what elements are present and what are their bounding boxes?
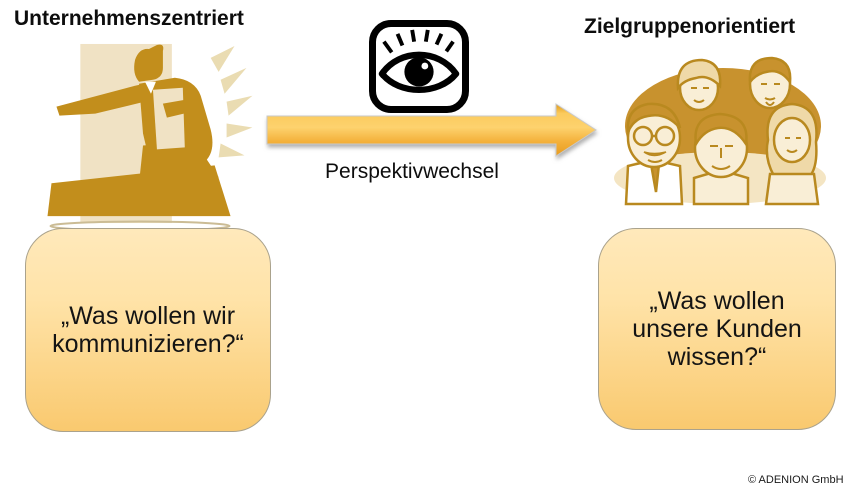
person-right [764,102,820,206]
quote-line: wissen?“ [667,343,767,371]
person-back-right [748,56,792,110]
quote-box-customers: „Was wollen unsere Kunden wissen?“ [598,228,836,430]
person-back-left [676,58,722,112]
eye-icon [369,20,469,113]
audience-group-illustration [608,46,833,206]
quote-box-company: „Was wollen wir kommunizieren?“ [25,228,271,432]
person-center [692,112,750,206]
arrow-label: Perspektivwechsel [325,160,499,183]
rays [210,45,253,158]
speaker-podium-illustration [35,38,255,232]
lectern-panel [152,87,185,150]
quote-line: kommunizieren?“ [52,330,244,358]
eye-icon-graphic [378,29,460,94]
copyright: © ADENION GmbH [748,474,844,486]
arrow-right-icon [266,101,598,159]
speaker-forearm [162,97,201,118]
speaker-collar [145,81,156,94]
title-company-centered: Unternehmenszentriert [14,7,244,30]
eye-highlight [421,62,429,70]
eye-pupil [404,57,434,87]
person-left [624,102,684,206]
arrow-shape [266,103,597,157]
quote-line: „Was wollen [649,287,785,315]
eye-lashes [382,29,455,54]
quote-line: unsere Kunden [632,315,802,343]
quote-line: „Was wollen wir [60,302,236,330]
title-target-group-oriented: Zielgruppenorientiert [584,15,796,38]
